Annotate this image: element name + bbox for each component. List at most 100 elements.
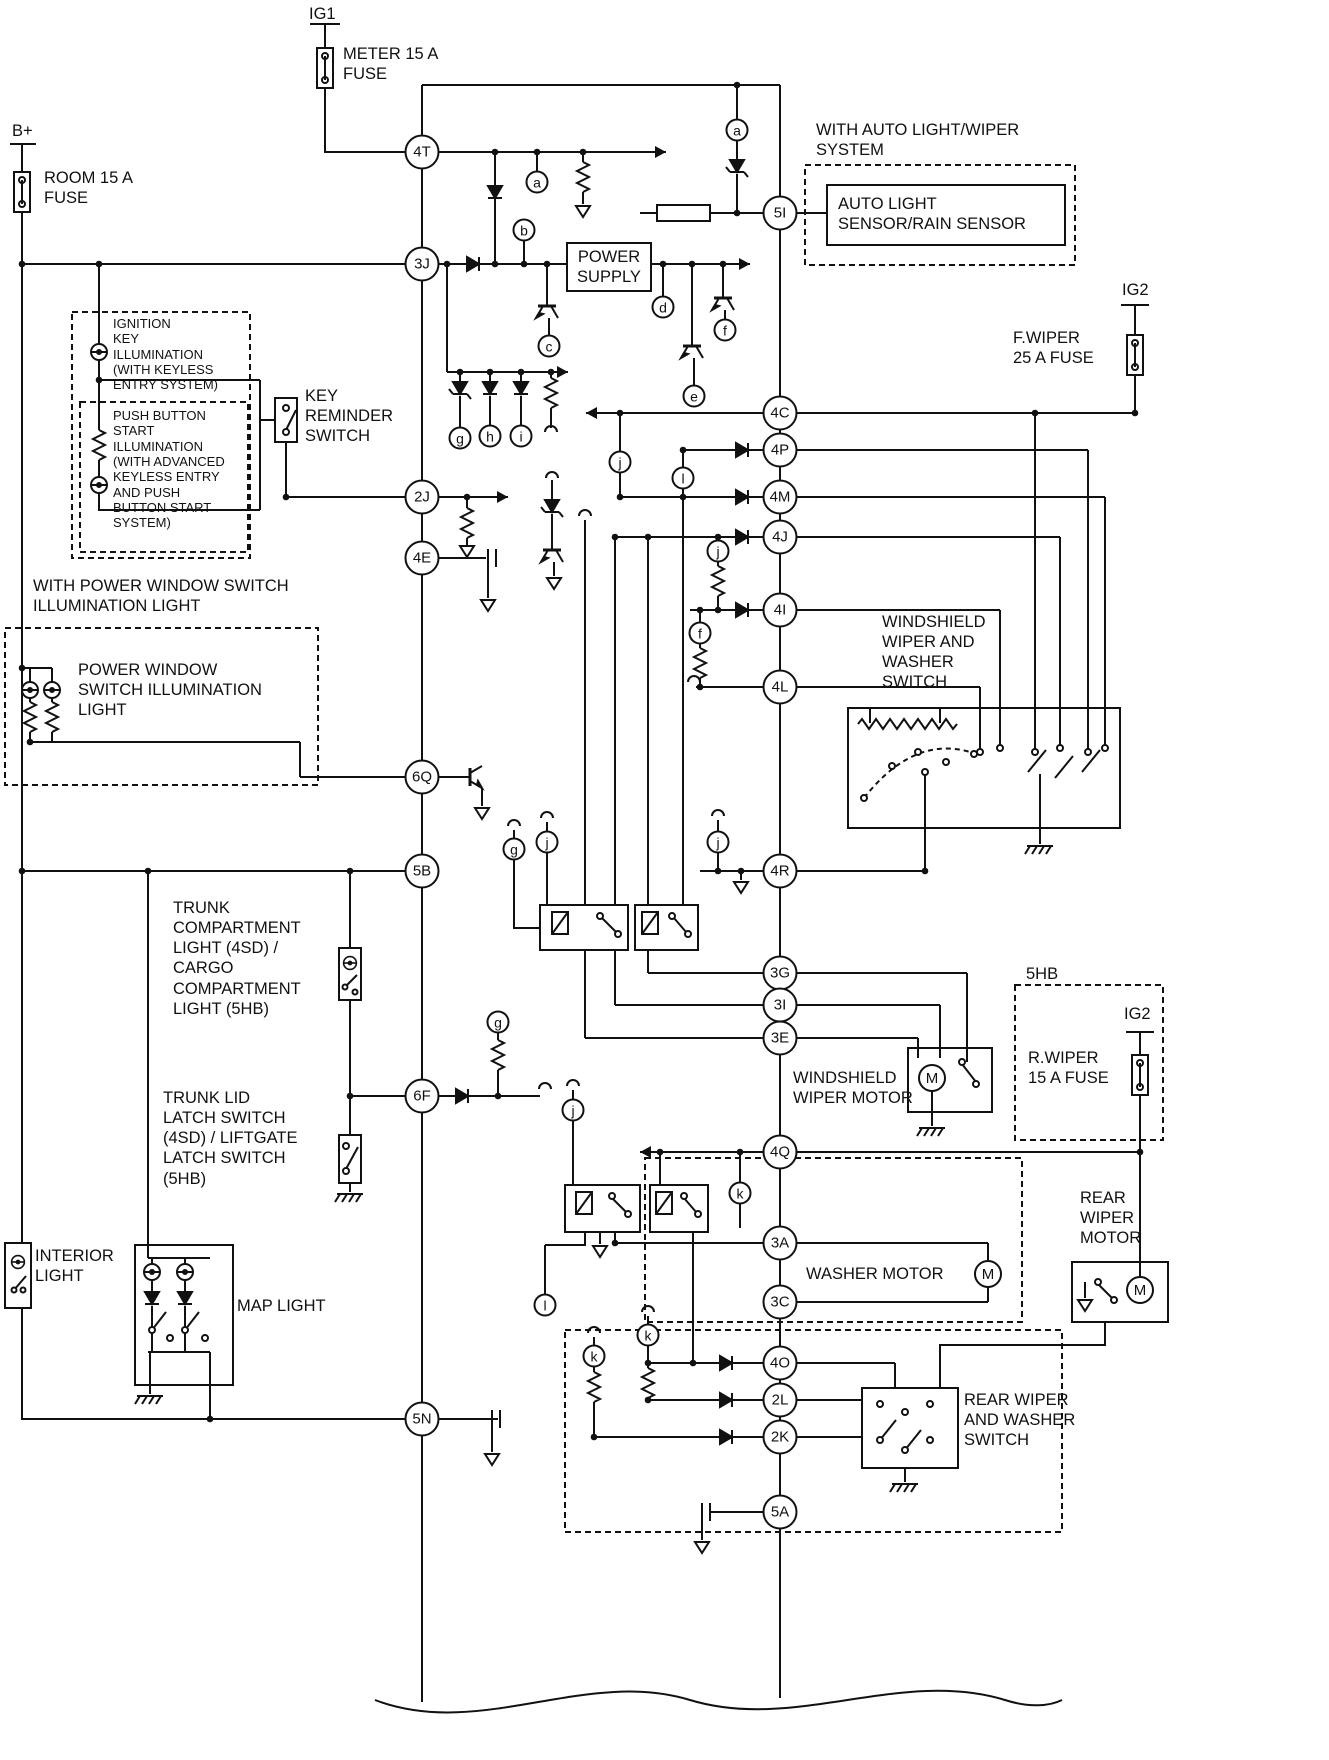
b-plus-terminal-label: B+ (12, 122, 33, 140)
motor-letters: M M M (926, 1070, 1147, 1299)
pin-k-2: k (636, 1323, 660, 1347)
rear-wiper-motor-box (1071, 1261, 1169, 1323)
interior-light-label: INTERIOR LIGHT (35, 1247, 114, 1286)
auto-light-sensor-label: AUTO LIGHT SENSOR/RAIN SENSOR (838, 195, 1026, 234)
pin-j-2: j (706, 539, 730, 563)
connector-3i: 3I (762, 987, 798, 1023)
interior-light-box (4, 1242, 32, 1309)
trunk-latch-label: TRUNK LID LATCH SWITCH (4SD) / LIFTGATE … (163, 1089, 298, 1188)
connector-3a: 3A (762, 1225, 798, 1261)
connector-4q: 4Q (762, 1134, 798, 1170)
pin-g-2: g (502, 837, 526, 861)
meter-fuse-label: METER 15 A FUSE (343, 45, 439, 84)
windshield-motor-label: M (926, 1070, 939, 1087)
pin-i: i (509, 424, 533, 448)
windshield-wiper-switch-box (847, 707, 1121, 829)
rear-motor-m-label: M (1134, 1282, 1147, 1299)
meter-fuse-icon (316, 47, 334, 89)
pin-b: b (512, 218, 536, 242)
windshield-switch-label: WINDSHIELD WIPER AND WASHER SWITCH (882, 613, 986, 692)
connector-4m: 4M (762, 479, 798, 515)
washer-relay-box-1 (564, 1184, 641, 1233)
pin-k-1: k (728, 1181, 752, 1205)
page-cut-wave (374, 1689, 1063, 1714)
ig2-front-terminal-label: IG2 (1122, 281, 1149, 299)
trunk-light-label: TRUNK COMPARTMENT LIGHT (4SD) / CARGO CO… (173, 899, 301, 1018)
rear-wiper-switch-box (861, 1387, 959, 1469)
connector-6f: 6F (404, 1078, 440, 1114)
pin-g-3: g (486, 1010, 510, 1034)
pin-j-1: j (608, 450, 632, 474)
room-fuse-label: ROOM 15 A FUSE (44, 169, 133, 208)
r-wiper-fuse-label: R.WIPER 15 A FUSE (1028, 1049, 1109, 1088)
connector-4i: 4I (762, 592, 798, 628)
connector-4o: 4O (762, 1345, 798, 1381)
auto-light-sensor-box (826, 184, 1066, 246)
connector-5n: 5N (404, 1401, 440, 1437)
auto-light-option-box (804, 164, 1076, 266)
pin-a-1: a (525, 170, 549, 194)
push-button-start-label: PUSH BUTTON START ILLUMINATION (WITH ADV… (113, 408, 225, 531)
ig1-terminal-label: IG1 (309, 5, 336, 23)
component-boxes (4, 184, 1169, 1469)
power-window-option-box (4, 627, 319, 786)
connector-2l: 2L (762, 1382, 798, 1418)
washer-relay-box-2 (649, 1184, 709, 1233)
connector-5a: 5A (762, 1494, 798, 1530)
pin-f-1: f (713, 318, 737, 342)
rear-motor-label: REAR WIPER MOTOR (1080, 1189, 1142, 1248)
connector-3g: 3G (762, 955, 798, 991)
connector-4p: 4P (762, 432, 798, 468)
windshield-motor-label-text: WINDSHIELD WIPER MOTOR (793, 1069, 913, 1108)
connector-4l: 4L (762, 669, 798, 705)
pin-l-2: l (533, 1293, 557, 1317)
push-button-option-box (79, 401, 249, 553)
f-wiper-fuse-icon (1126, 334, 1144, 376)
option-dashed-boxes (4, 164, 1164, 1533)
pin-j-4: j (706, 830, 730, 854)
connector-2k: 2K (762, 1419, 798, 1455)
pin-h: h (478, 424, 502, 448)
r-wiper-fuse-icon (1131, 1054, 1149, 1096)
pin-j-3: j (535, 830, 559, 854)
sensor-resistor-box (656, 204, 711, 222)
pin-g-1: g (448, 426, 472, 450)
connector-3j: 3J (404, 246, 440, 282)
room-fuse-icon (13, 171, 31, 213)
with-auto-light-label: WITH AUTO LIGHT/WIPER SYSTEM (816, 121, 1020, 160)
washer-motor-m-label: M (982, 1266, 995, 1283)
connector-4e: 4E (404, 540, 440, 576)
power-supply-box (566, 242, 652, 292)
f-wiper-fuse-label: F.WIPER 25 A FUSE (1013, 329, 1094, 368)
junction-dots (18, 81, 1144, 1441)
contact-point-icons (10, 404, 1118, 1454)
with-power-window-label: WITH POWER WINDOW SWITCH ILLUMINATION LI… (33, 577, 289, 616)
ig2-rear-terminal-label: IG2 (1124, 1005, 1151, 1023)
power-supply-label: POWER SUPPLY (577, 248, 641, 287)
connector-2j: 2J (404, 479, 440, 515)
hb5-option-box (1014, 984, 1164, 1141)
relay-coil-icons (551, 911, 673, 1215)
connector-3c: 3C (762, 1284, 798, 1320)
pin-d: d (651, 295, 675, 319)
trunk-latch-box (338, 1134, 362, 1184)
key-reminder-switch-label: KEY REMINDER SWITCH (305, 387, 394, 446)
pin-l-1: l (671, 466, 695, 490)
relay-box-2 (634, 904, 699, 951)
connector-3e: 3E (762, 1020, 798, 1056)
connector-6q: 6Q (404, 759, 440, 795)
pin-e: e (682, 384, 706, 408)
windshield-wiper-motor-box (907, 1047, 993, 1113)
washer-motor-label: WASHER MOTOR (806, 1265, 944, 1283)
ignition-illumination-option-box (71, 311, 251, 559)
pin-j-5: j (561, 1098, 585, 1122)
connector-5i: 5I (762, 195, 798, 231)
pin-a-2: a (725, 118, 749, 142)
connector-4c: 4C (762, 395, 798, 431)
power-window-illumination-label: POWER WINDOW SWITCH ILLUMINATION LIGHT (78, 661, 262, 720)
motor-icons (918, 1064, 1154, 1304)
pin-f-2: f (688, 621, 712, 645)
ignition-key-illumination-label: IGNITION KEY ILLUMINATION (WITH KEYLESS … (113, 316, 218, 393)
